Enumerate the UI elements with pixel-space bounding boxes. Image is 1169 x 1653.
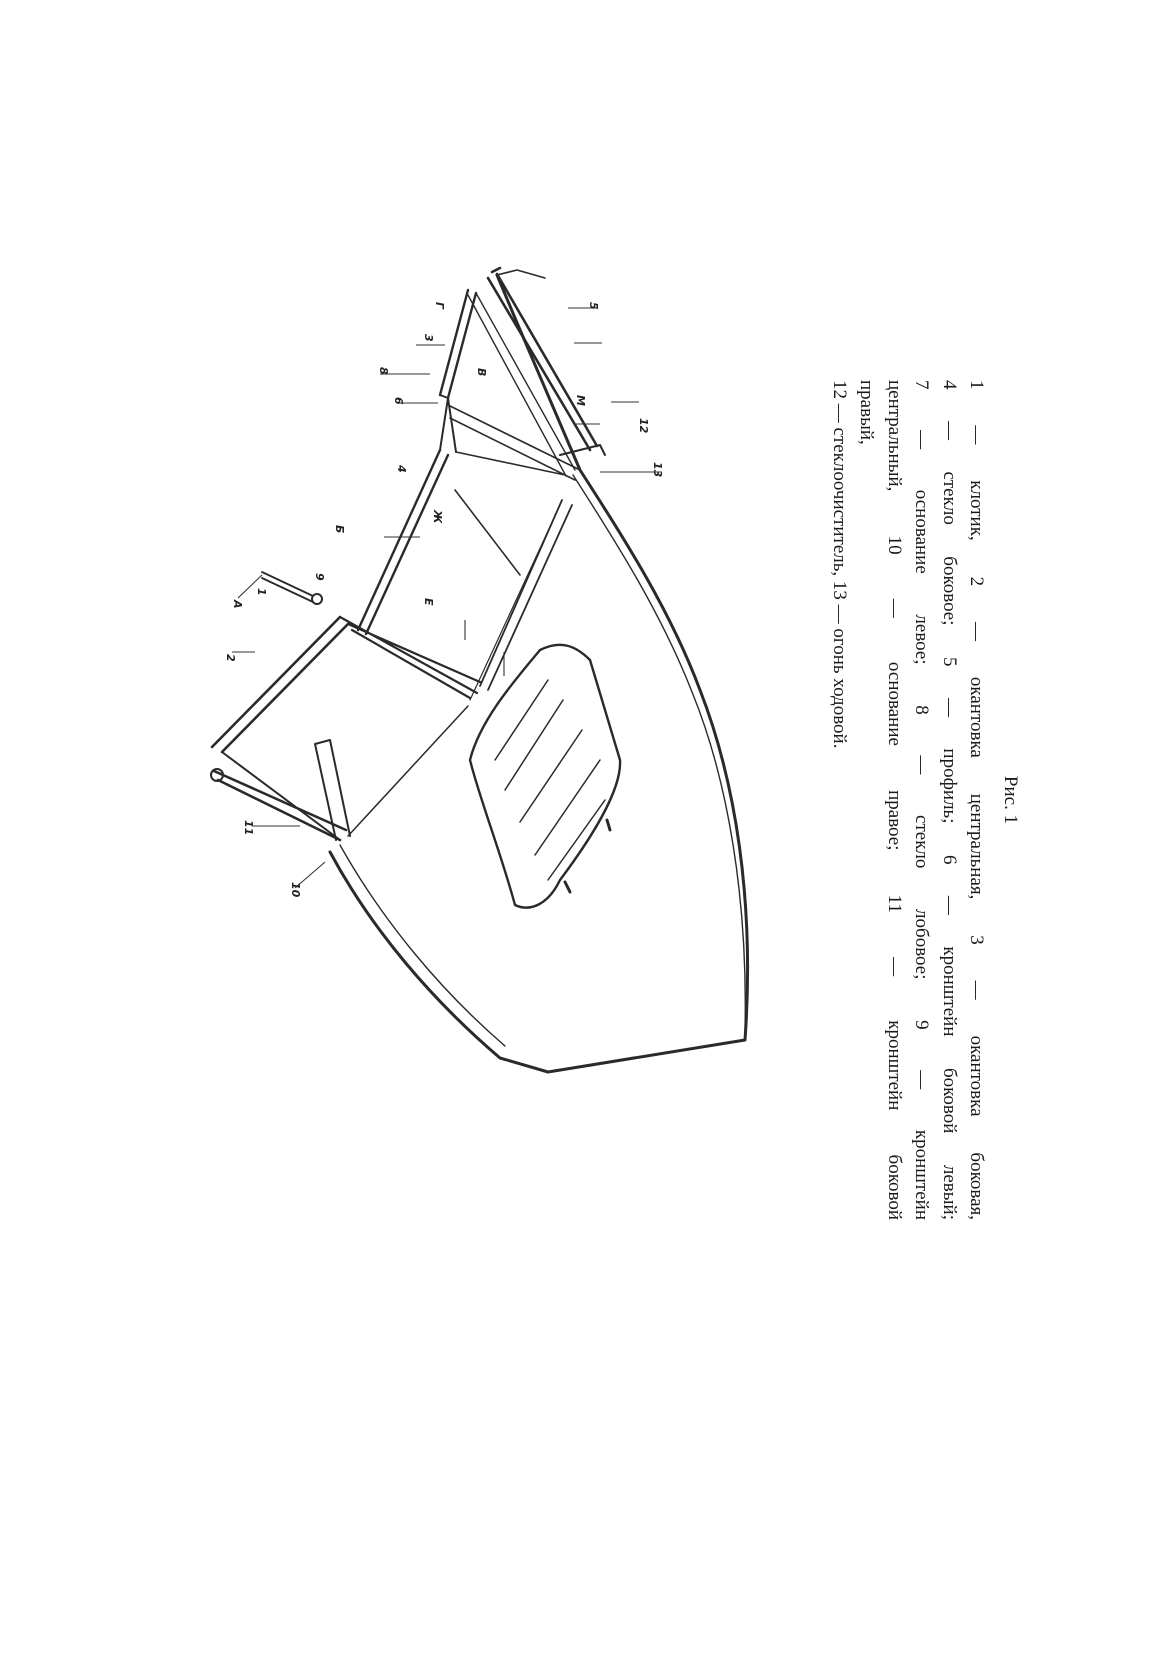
left-glass-sill [469,504,561,701]
hull-outline [328,273,750,1074]
callout-12: 12 [637,418,650,434]
legend-line-3: 7 — основание левое; 8 — стекло лобовое;… [911,380,933,1220]
mast-light-head [311,593,323,605]
center-window-bottom [347,705,469,837]
right-rail-pipe [486,266,599,452]
callout-B: Б [333,525,346,533]
right-frame-joint [439,394,457,453]
left-glass-outline [356,448,450,636]
callout-A: А [231,599,244,609]
legend-line-6: 12 — стеклоочиститель, 13 — огонь ходово… [829,380,850,749]
center-frame-left-post [221,751,341,841]
callout-Zh: Ж [431,509,444,524]
right-rail-base [559,444,606,456]
right-side-glass-edge [467,292,576,477]
callout-3: 3 [422,334,435,342]
callout-4: 4 [395,464,408,473]
callout-E: Е [422,598,435,606]
callout-G: Г [433,302,446,310]
legend-line-1: 1 — клотик, 2 — окантовка центральная, 3… [966,380,988,1220]
hull-deck-edge [572,474,746,1031]
callout-10: 10 [289,882,302,898]
left-rail-pipe [212,769,348,842]
callout-6: 6 [392,397,405,405]
deck-hatch-handles [563,818,612,894]
callout-M: М [574,395,587,406]
callout-9: 9 [313,573,326,581]
legend-line-4: центральный, 10 — основание правое; 11 —… [884,380,905,1220]
wiper-arm [454,489,521,576]
left-bracket [314,739,351,841]
right-frame-lower [449,405,581,481]
figure-caption: Рис. 1 1 — клотик, 2 — окантовка централ… [829,380,1024,1220]
callout-13: 13 [651,462,664,478]
center-frame-top [210,615,350,754]
hull-inner-edge [339,844,506,1047]
left-glass-lower [479,499,573,691]
mast-light-rod [261,571,314,603]
callout-2: 2 [224,654,237,662]
legend-line-5: правый, [856,380,878,445]
deck-hatch-outer [468,643,622,909]
callout-1: 1 [255,588,268,596]
right-frame-top [438,288,478,400]
callout-5: 5 [587,302,600,310]
deck-hatch-slats [494,679,606,881]
legend-line-2: 4 — стекло боковое; 5 — профиль; 6 — кро… [939,380,960,1220]
hull-bow-line [496,269,546,279]
callout-8: 8 [377,367,390,375]
center-frame-mid-bar [338,615,482,700]
left-rail-end-cap [210,768,224,782]
drawing-callouts: 1 2 3 4 5 6 8 9 10 11 12 13 А Б В Г Е Ж … [224,302,664,898]
figure-title: Рис. 1 [1000,775,1021,825]
callout-11: 11 [242,820,255,835]
callout-V: В [475,368,488,376]
